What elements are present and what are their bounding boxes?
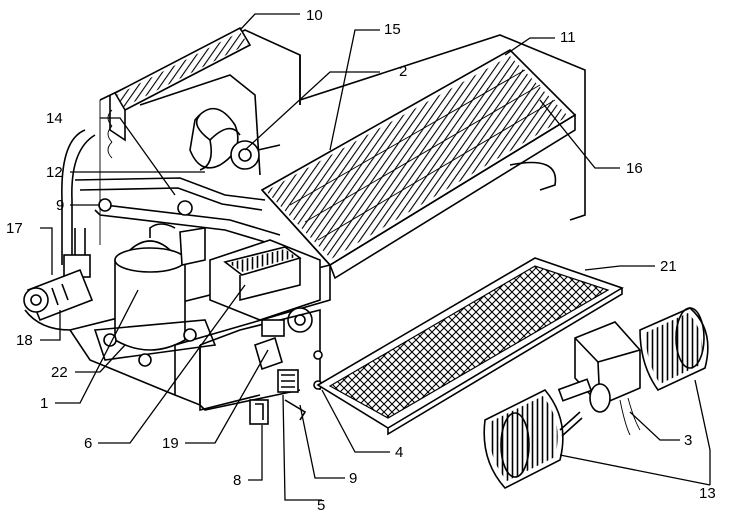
- air-filter: [316, 257, 624, 436]
- part-label-11: 11: [560, 29, 576, 46]
- part-label-18: 18: [16, 332, 33, 349]
- part-labels: 10 15 11 2 14 12 16 9 17 21 18 22 1 3 6 …: [6, 7, 716, 514]
- part-label-9-bottom: 9: [349, 470, 357, 487]
- part-label-17: 17: [6, 220, 23, 237]
- condenser-fan: [139, 74, 281, 176]
- part-label-6: 6: [84, 435, 92, 452]
- compressor: [93, 223, 217, 367]
- part-label-22: 22: [51, 364, 68, 381]
- part-label-10: 10: [306, 7, 323, 24]
- part-label-13: 13: [699, 485, 716, 502]
- leader-lines: [40, 13, 711, 501]
- part-label-21: 21: [660, 258, 677, 275]
- part-label-2: 2: [399, 63, 407, 80]
- blower-assembly: [483, 307, 709, 489]
- part-label-8: 8: [233, 472, 241, 489]
- evaporator-coil: [260, 49, 577, 280]
- part-label-9-top: 9: [56, 197, 64, 214]
- part-label-5: 5: [317, 497, 325, 514]
- part-label-15: 15: [384, 21, 401, 38]
- part-label-19: 19: [162, 435, 179, 452]
- part-label-16: 16: [626, 160, 643, 177]
- part-label-12: 12: [46, 164, 63, 181]
- part-label-3: 3: [684, 432, 692, 449]
- refrigerant-tubing: [61, 129, 281, 278]
- part-label-1: 1: [40, 395, 48, 412]
- part-label-4: 4: [395, 444, 403, 461]
- reversing-valve: [23, 268, 94, 331]
- part-label-14: 14: [46, 110, 63, 127]
